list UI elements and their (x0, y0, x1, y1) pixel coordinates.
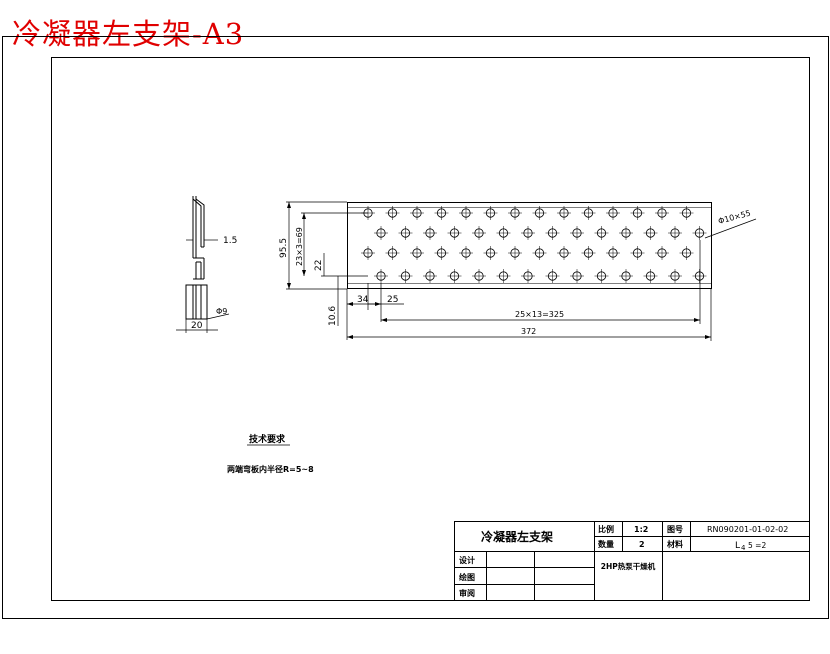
hole (643, 269, 658, 283)
hole (679, 206, 694, 220)
hole (410, 246, 424, 260)
title-review-label: 审阅 (459, 588, 475, 598)
front-dim-first-pitch: 25 (387, 295, 398, 305)
hole (508, 206, 522, 220)
hole (655, 206, 669, 220)
hole (630, 246, 645, 260)
title-material-value: L (735, 541, 740, 551)
title-quantity-value: 2 (639, 540, 645, 549)
front-dim-total-length: 372 (521, 327, 536, 336)
hole (532, 246, 547, 260)
title-design-label: 设计 (459, 555, 475, 565)
hole (385, 206, 400, 220)
hole (545, 269, 560, 283)
hole (606, 246, 620, 260)
hole (557, 206, 571, 220)
title-drafting-label: 绘图 (459, 572, 475, 582)
hole (374, 269, 388, 283)
hole (655, 246, 669, 260)
hole (434, 206, 449, 220)
hole (423, 269, 437, 283)
hole (483, 246, 498, 260)
hole (594, 226, 609, 240)
hole (374, 226, 388, 240)
front-dimensions (286, 201, 757, 341)
hole (679, 246, 694, 260)
front-dim-left-offset: 34 (357, 295, 369, 305)
hole (594, 269, 609, 283)
outer-border (2, 36, 829, 619)
hole (496, 269, 511, 283)
front-dim-vertical-pitch: 23×3=69 (295, 227, 304, 266)
front-dim-horizontal-pitch: 25×13=325 (515, 310, 564, 319)
title-drawing-no-label: 图号 (667, 525, 683, 534)
hole (532, 206, 547, 220)
hole (606, 206, 620, 220)
hole (630, 206, 645, 220)
hole (521, 269, 535, 283)
hole (570, 269, 584, 283)
side-dim-hole: Φ9 (216, 307, 227, 316)
front-dim-height: 95.5 (279, 238, 289, 258)
side-dim-width: 20 (191, 321, 203, 331)
title-material-suffix: 5 =2 (748, 541, 766, 550)
hole (483, 206, 498, 220)
title-quantity-label: 数量 (598, 539, 614, 549)
hole (447, 226, 462, 240)
hole (423, 226, 437, 240)
notes-text: 两端弯板内半径R=5~8 (227, 464, 314, 474)
hole (581, 206, 596, 220)
hole (361, 246, 375, 260)
hole (472, 269, 486, 283)
hole (692, 226, 707, 240)
hole (398, 226, 413, 240)
hole-pattern (361, 206, 707, 283)
hole (521, 226, 535, 240)
title-part-name: 冷凝器左支架 (481, 529, 553, 544)
title-material-sub: 4 (741, 544, 746, 552)
hole (447, 269, 462, 283)
front-dim-row-gap: 22 (314, 260, 324, 271)
hole (459, 206, 473, 220)
hole (459, 246, 473, 260)
hole (472, 226, 486, 240)
hole (385, 246, 400, 260)
title-material-label: 材料 (667, 539, 683, 549)
hole (398, 269, 413, 283)
hole (570, 226, 584, 240)
title-block (454, 521, 810, 601)
hole (619, 269, 633, 283)
hole (508, 246, 522, 260)
title-product: 2HP热泵干燥机 (600, 562, 656, 571)
hole (581, 246, 596, 260)
front-view (347, 202, 712, 289)
hole (557, 246, 571, 260)
hole (643, 226, 658, 240)
hole (496, 226, 511, 240)
hole (410, 206, 424, 220)
hole (668, 226, 682, 240)
front-dim-bottom-offset: 10.6 (328, 306, 338, 326)
hole (668, 269, 682, 283)
hole (692, 269, 707, 283)
title-drawing-no-value: RN090201-01-02-02 (707, 525, 788, 534)
notes-title: 技术要求 (249, 433, 286, 445)
hole (545, 226, 560, 240)
inner-frame (51, 57, 810, 601)
side-dim-thickness: 1.5 (223, 236, 237, 246)
title-scale-label: 比例 (598, 524, 614, 534)
drawing-heading: 冷凝器左支架-A3 (12, 16, 249, 52)
side-view (176, 196, 230, 333)
hole (619, 226, 633, 240)
title-scale-value: 1:2 (634, 525, 648, 534)
front-hole-callout: Φ10×55 (717, 209, 752, 226)
hole (434, 246, 449, 260)
